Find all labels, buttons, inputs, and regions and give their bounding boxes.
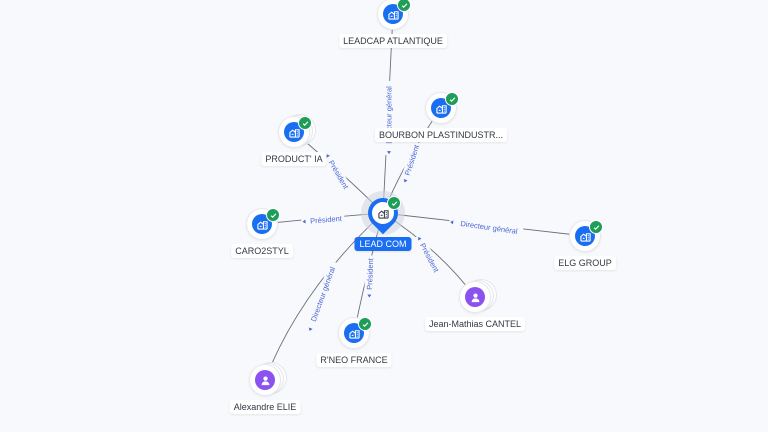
node-label[interactable]: R'NEO FRANCE — [316, 353, 392, 367]
edge-label: Président — [418, 242, 441, 275]
edge-label: Président — [403, 143, 422, 177]
edge-label-group: Président — [399, 140, 422, 185]
node-label[interactable]: LEAD COM — [354, 237, 412, 251]
verified-check-icon — [387, 196, 401, 210]
edge-direction-arrow-icon — [417, 236, 422, 241]
edge-label: Président — [365, 257, 375, 290]
node-label[interactable]: Jean-Mathias CANTEL — [424, 317, 526, 331]
edge-label: Président — [310, 214, 343, 226]
verified-check-icon — [298, 116, 312, 130]
edge-label: Directeur général — [460, 219, 519, 236]
edge-label-group: Président — [414, 233, 443, 276]
edge-direction-arrow-icon — [403, 179, 408, 183]
node-label[interactable]: BOURBON PLASTINDUSTR... — [374, 128, 508, 142]
node-label[interactable]: Alexandre ELIE — [229, 400, 301, 414]
verified-check-icon — [358, 317, 372, 331]
edge-label-group: Président — [301, 213, 345, 226]
verified-check-icon — [397, 0, 411, 12]
person-icon — [255, 370, 275, 390]
edge-direction-arrow-icon — [302, 219, 306, 224]
verified-check-icon — [589, 220, 603, 234]
verified-check-icon — [445, 92, 459, 106]
verified-check-icon — [266, 208, 280, 222]
edge-direction-arrow-icon — [450, 220, 454, 225]
edge-label-group: Président — [364, 255, 375, 299]
edge-label: Directeur général — [309, 265, 337, 322]
node-label[interactable]: ELG GROUP — [554, 256, 616, 270]
person-icon — [465, 287, 485, 307]
edge-direction-arrow-icon — [308, 327, 313, 331]
edge-label: Directeur général — [385, 86, 394, 144]
node-label[interactable]: CARO2STYL — [231, 244, 293, 258]
edge-direction-arrow-icon — [387, 151, 391, 155]
edge-direction-arrow-icon — [367, 294, 372, 298]
edge-label-group: Président — [322, 150, 353, 193]
edge-direction-arrow-icon — [326, 154, 330, 158]
node-label[interactable]: LEADCAP ATLANTIQUE — [339, 34, 447, 48]
relationship-edge — [264, 212, 384, 381]
edge-label-group: Directeur général — [448, 216, 524, 237]
edge-label: Président — [327, 159, 351, 192]
node-label[interactable]: PRODUCT' IA — [261, 152, 327, 166]
edge-label-group: Directeur général — [384, 80, 394, 156]
